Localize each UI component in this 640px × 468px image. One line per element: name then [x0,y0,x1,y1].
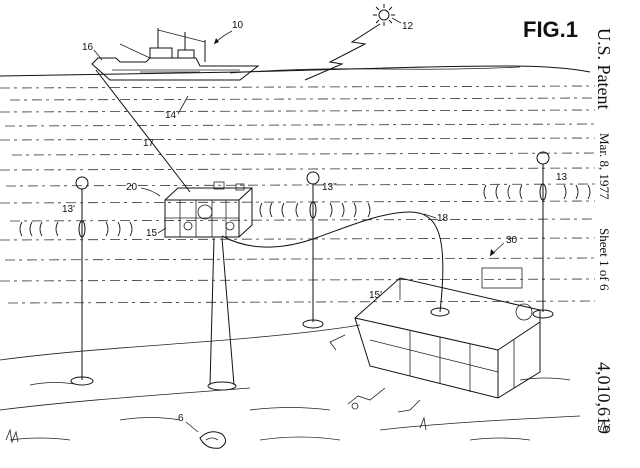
sun-leader [391,17,402,24]
support-column-right [221,237,235,386]
label-intermediate-vehicle: 20 [126,182,138,193]
frame-leader [157,227,167,234]
ship-arrowhead [214,38,219,44]
sea-floor [0,324,581,441]
signal-waves-center [259,202,371,218]
label-cable: 17 [143,138,155,149]
label-bottom-vehicle: 30 [506,235,518,246]
crane-leader [93,49,103,61]
tether [221,211,444,313]
patent-date: Mar. 8, 1977 [597,133,612,200]
label-sun: 12 [402,21,414,32]
sun-icon [373,4,395,26]
label-frame: 15 [146,228,158,239]
label-beacon-center: 13" [322,182,337,193]
beacon-icon [532,151,554,319]
label-tether: 18 [437,213,449,224]
vehicle-icon [164,181,253,238]
figure-title: FIG.1 [523,17,578,42]
beacon-icon [70,176,94,386]
label-nodule: 6 [178,413,184,424]
vehicle-icon [329,267,541,413]
column-footing [207,381,237,391]
label-beacon-right: 13 [556,172,568,183]
patent-office-label: U.S. Patent [594,28,614,110]
water-lines [0,85,596,304]
lightning-icon [304,23,381,81]
patent-sheet: Sheet 1 of 6 [597,228,612,291]
vehicle-leader [140,187,161,197]
label-ship: 10 [232,20,244,31]
signal-waves-right [483,184,591,200]
seabed-tufts [5,416,611,444]
support-column-left [209,237,215,386]
signal-waves-left [19,221,133,237]
label-bottom-frame: 15' [369,290,382,301]
horizon-hatch [229,66,521,74]
label-beacon-left: 13' [62,204,75,215]
sea-leader [177,95,189,115]
label-sea-surface: 14 [165,110,177,121]
nodule-leader [185,421,199,433]
beacon-icon [302,171,324,329]
cable [95,69,191,193]
bottom-vehicle-arrowhead [490,249,495,256]
patent-number: 4,010,619 [594,362,614,434]
tether-leader [423,213,437,219]
nodule-icon [199,431,226,449]
ship-icon [91,28,260,81]
sea-surface [0,65,591,77]
label-crane: 16 [82,42,94,53]
